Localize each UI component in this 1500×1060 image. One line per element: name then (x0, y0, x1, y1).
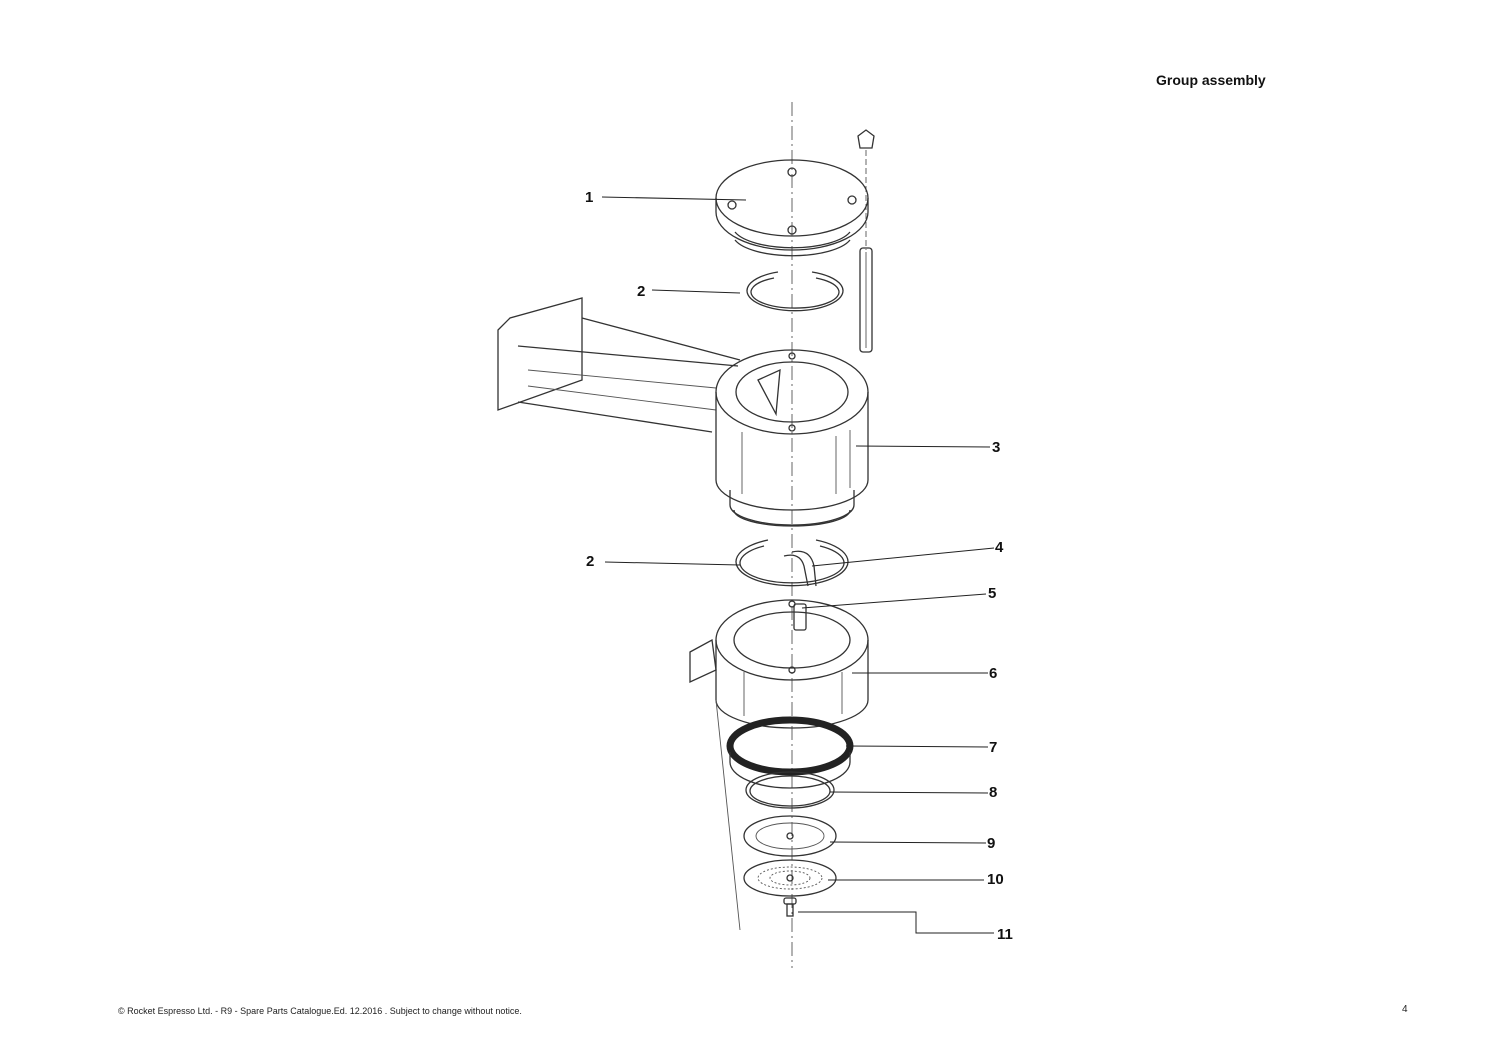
callout-1: 1 (585, 189, 593, 206)
leader-5 (801, 593, 987, 609)
leader-9 (829, 841, 987, 844)
sight-tube (859, 247, 873, 353)
shower-plate (743, 815, 837, 857)
callout-3: 3 (992, 439, 1000, 456)
lower-group-ring (689, 599, 869, 931)
callout-8: 8 (989, 784, 997, 801)
group-body (497, 297, 869, 527)
leader-11 (798, 911, 994, 934)
callout-6: 6 (989, 665, 997, 682)
snap-ring-upper (746, 271, 844, 312)
callout-2-lower: 2 (586, 553, 594, 570)
callout-11: 11 (997, 926, 1013, 943)
leader-1 (601, 196, 747, 201)
callout-4: 4 (995, 539, 1004, 556)
callout-5: 5 (988, 585, 996, 602)
leader-3 (855, 445, 991, 448)
top-cover-plate (715, 159, 869, 257)
callout-9: 9 (987, 835, 995, 852)
callout-2-upper: 2 (637, 283, 645, 300)
page-number: 4 (1402, 1004, 1408, 1015)
callout-10: 10 (987, 871, 1004, 888)
shower-screen (743, 859, 837, 897)
snap-ring-lower (735, 539, 849, 587)
top-screw (857, 129, 875, 149)
shower-screw (783, 897, 797, 917)
page-title: Group assembly (1156, 72, 1266, 88)
tube-fitting (783, 550, 817, 587)
callout-7: 7 (989, 739, 997, 756)
footer-copyright: © Rocket Espresso Ltd. - R9 - Spare Part… (118, 1006, 522, 1016)
leader-8 (829, 791, 989, 794)
leader-4 (811, 547, 995, 567)
leader-2-lower (604, 561, 741, 566)
nipple-fitting (793, 603, 807, 631)
group-gasket (726, 716, 854, 789)
leader-7 (845, 745, 989, 748)
shower-holder-ring (745, 771, 835, 809)
leader-2-upper (651, 289, 741, 294)
